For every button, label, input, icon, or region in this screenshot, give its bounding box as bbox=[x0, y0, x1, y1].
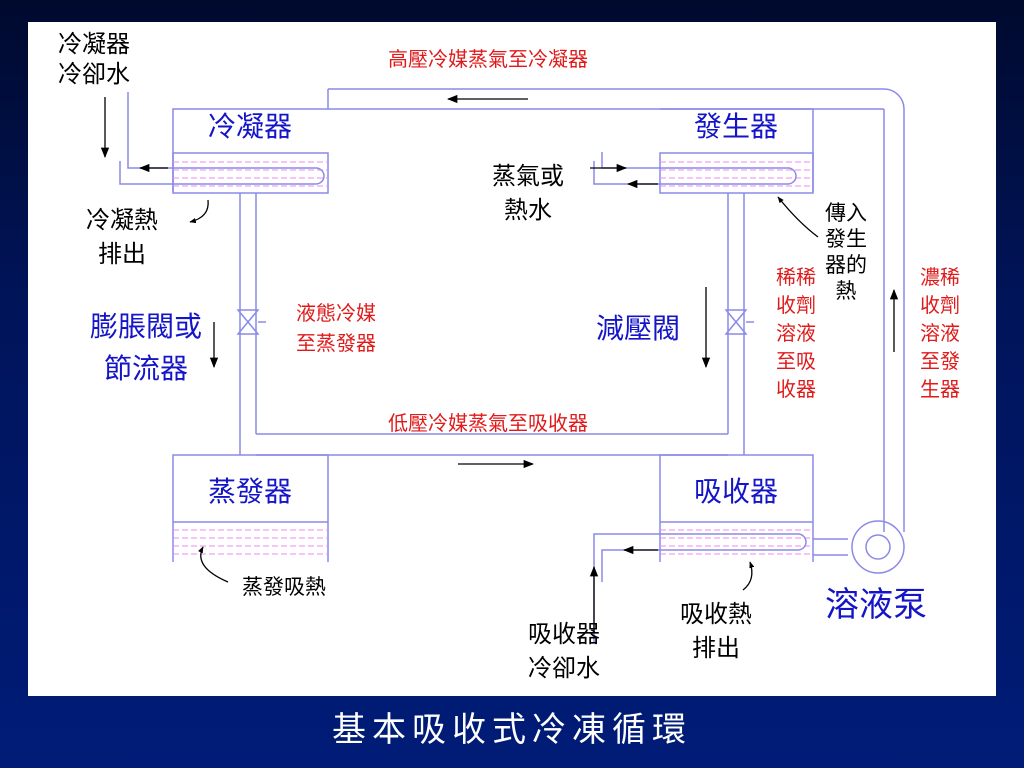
heat-to-generator-label-4: 熱 bbox=[836, 279, 857, 303]
liquid-refrigerant-label-2: 至蒸發器 bbox=[296, 331, 376, 355]
piping bbox=[119, 88, 905, 642]
strong-solution-label-4: 至發 bbox=[920, 349, 960, 373]
absorber-label: 吸收器 bbox=[694, 475, 778, 508]
absorption-heat-arrow bbox=[742, 561, 755, 591]
condenser-vessel bbox=[172, 108, 329, 194]
solution-pump-symbol bbox=[851, 520, 905, 574]
absorber-cooling-water-label-2: 冷卻水 bbox=[528, 654, 600, 682]
generator-label: 發生器 bbox=[694, 110, 778, 143]
strong-solution-label-3: 溶液 bbox=[920, 321, 960, 345]
condensing-heat-label-1: 冷凝熱 bbox=[86, 206, 158, 234]
dilute-solution-label-5: 收器 bbox=[776, 377, 816, 401]
expansion-valve-label-2: 節流器 bbox=[104, 352, 188, 385]
dilute-solution-label-3: 溶液 bbox=[776, 321, 816, 345]
heat-to-generator-label-2: 發生 bbox=[825, 227, 867, 251]
evaporating-heat-label: 蒸發吸熱 bbox=[242, 575, 326, 599]
strong-solution-label-2: 收劑 bbox=[920, 293, 960, 317]
absorption-cycle-diagram: 冷凝器 發生器 蒸發器 吸收器 膨脹閥或 節流器 減壓閥 溶液泵 冷凝器 冷卻水… bbox=[58, 30, 960, 682]
lp-vapor-label: 低壓冷媒蒸氣至吸收器 bbox=[388, 411, 588, 435]
evaporating-heat-arrow bbox=[198, 546, 229, 583]
evaporator-vessel bbox=[172, 454, 329, 562]
slide-canvas: 冷凝器 發生器 蒸發器 吸收器 膨脹閥或 節流器 減壓閥 溶液泵 冷凝器 冷卻水… bbox=[28, 22, 996, 696]
steam-hot-water-label-2: 熱水 bbox=[504, 196, 552, 224]
expansion-valve-symbol bbox=[236, 309, 266, 335]
absorption-heat-label-1: 吸收熱 bbox=[680, 600, 752, 628]
solution-pump-label: 溶液泵 bbox=[825, 585, 927, 625]
slide-title: 基本吸收式冷凍循環 bbox=[332, 710, 692, 750]
pressure-valve-label: 減壓閥 bbox=[596, 312, 680, 345]
absorber-vessel bbox=[659, 454, 814, 562]
evaporator-label: 蒸發器 bbox=[208, 475, 292, 508]
condensing-heat-arrow bbox=[189, 199, 209, 224]
strong-solution-label-5: 生器 bbox=[920, 377, 960, 401]
steam-hot-water-label-1: 蒸氣或 bbox=[492, 162, 564, 190]
heat-to-generator-label-1: 傳入 bbox=[825, 201, 867, 225]
condenser-cooling-water-label-2: 冷卻水 bbox=[58, 60, 130, 88]
expansion-valve-label-1: 膨脹閥或 bbox=[90, 310, 202, 343]
generator-heat-arrow bbox=[777, 196, 819, 238]
condensing-heat-label-2: 排出 bbox=[98, 240, 146, 268]
flow-arrows bbox=[100, 94, 899, 632]
heat-to-generator-label-3: 器的 bbox=[825, 253, 867, 277]
liquid-refrigerant-label-1: 液態冷媒 bbox=[296, 301, 376, 325]
dilute-solution-label-2: 收劑 bbox=[776, 293, 816, 317]
strong-solution-label-1: 濃稀 bbox=[920, 265, 960, 289]
dilute-solution-label-4: 至吸 bbox=[776, 349, 816, 373]
pressure-valve-symbol bbox=[724, 309, 754, 335]
hp-vapor-label: 高壓冷媒蒸氣至冷凝器 bbox=[388, 47, 588, 71]
condenser-label: 冷凝器 bbox=[208, 110, 292, 143]
absorber-cooling-water-label-1: 吸收器 bbox=[528, 620, 600, 648]
condenser-cooling-water-label-1: 冷凝器 bbox=[58, 30, 130, 58]
dilute-solution-label-1: 稀稀 bbox=[776, 265, 816, 289]
absorption-heat-label-2: 排出 bbox=[692, 634, 740, 662]
